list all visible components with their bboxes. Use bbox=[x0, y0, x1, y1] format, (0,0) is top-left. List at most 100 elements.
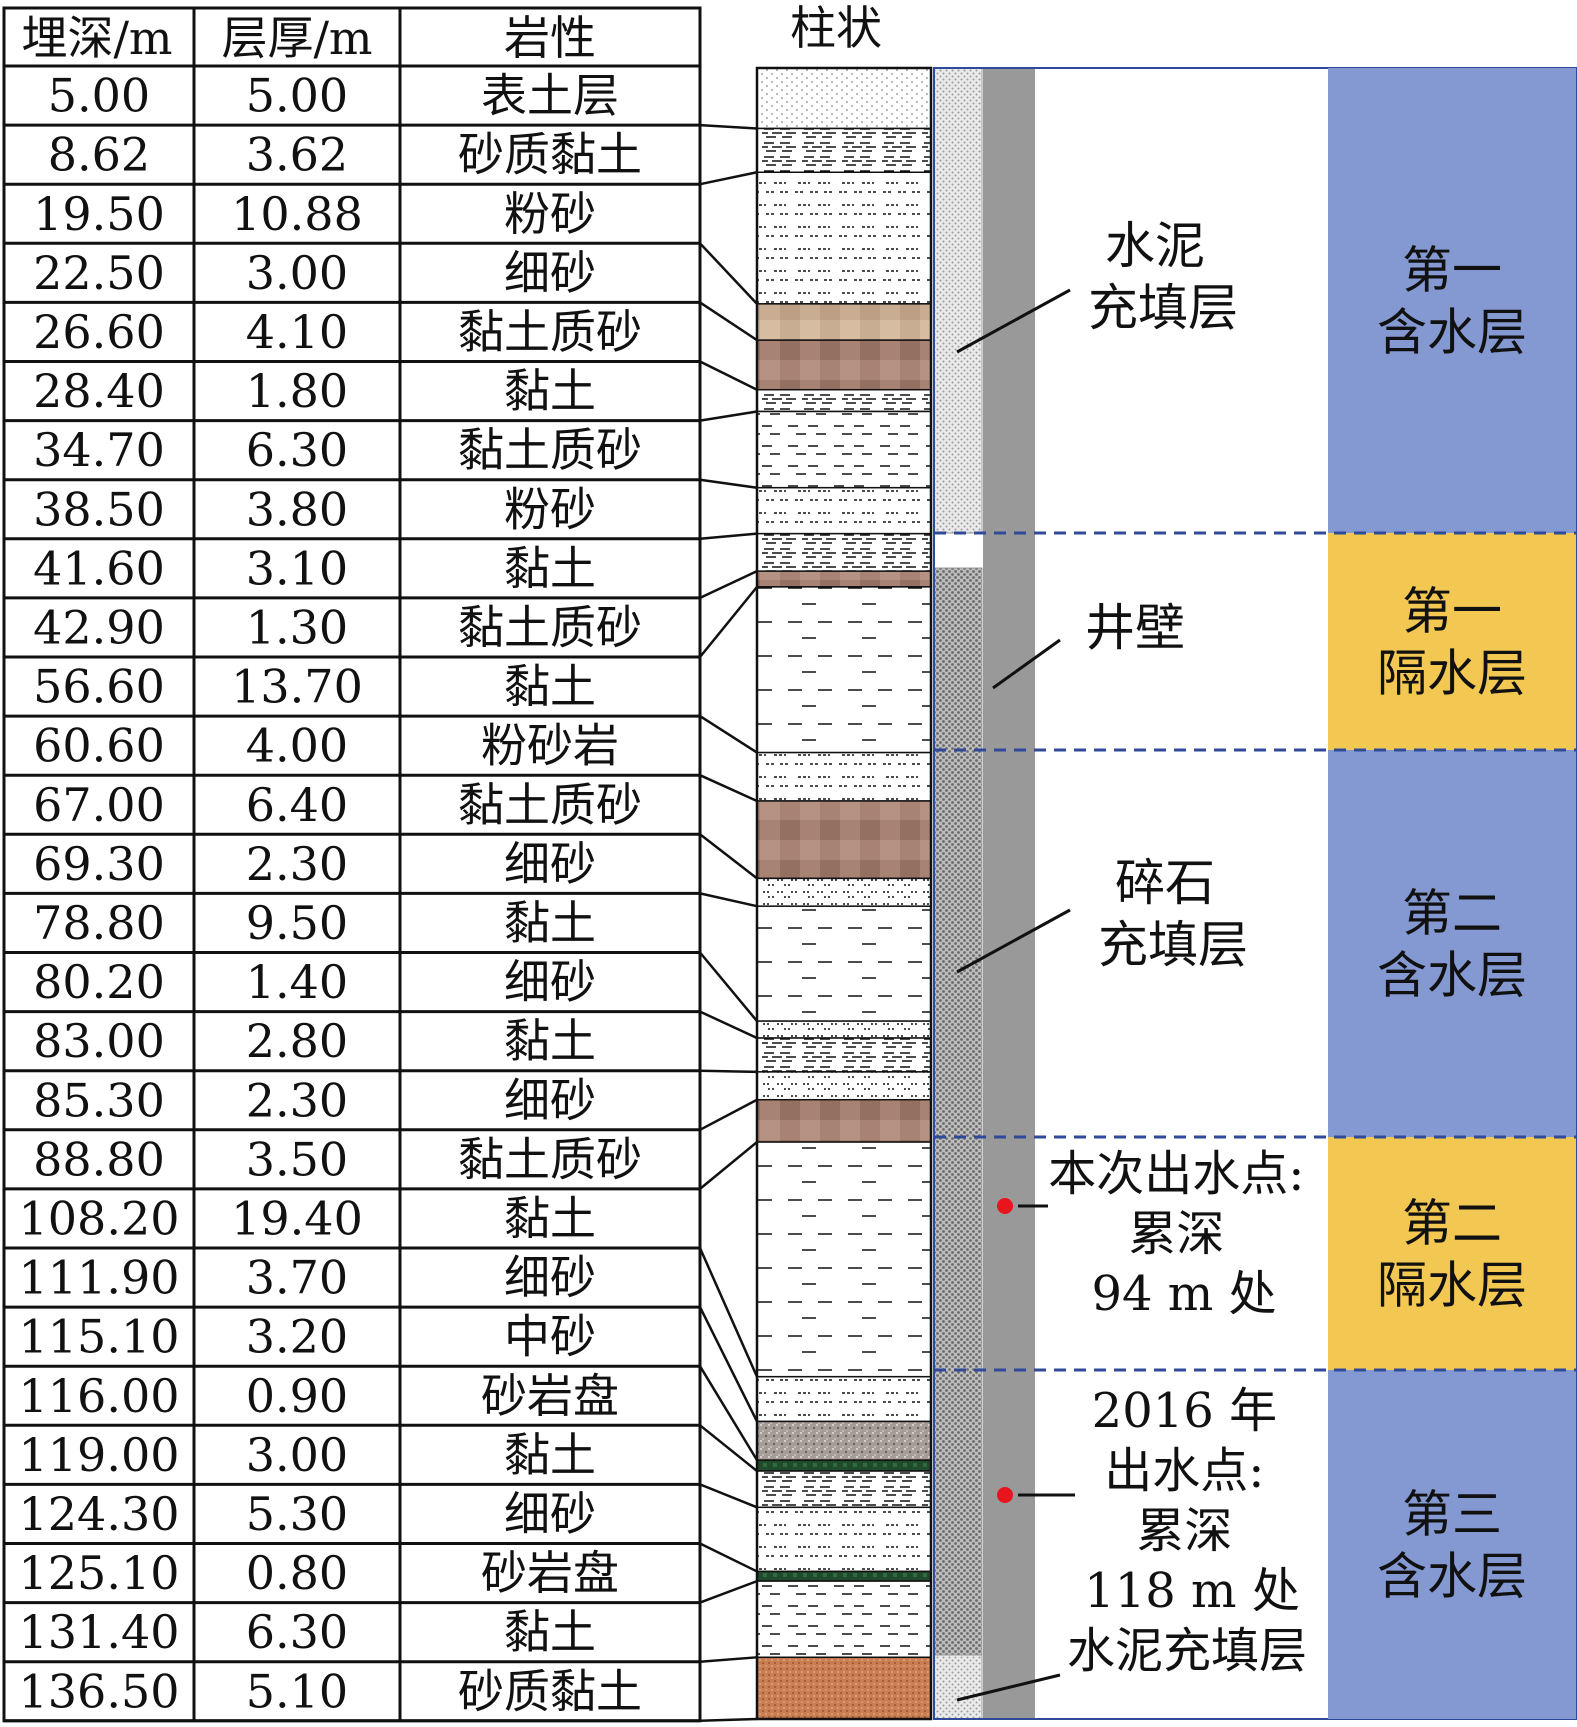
stratum-layer bbox=[756, 1020, 932, 1039]
aquifer-fill bbox=[1328, 1370, 1576, 1719]
cell-depth: 131.40 bbox=[19, 1605, 180, 1659]
aquifer-label: 第三 bbox=[1402, 1486, 1502, 1544]
cell-thickness: 10.88 bbox=[231, 187, 363, 241]
cell-lithology: 粉砂 bbox=[504, 482, 596, 536]
cell-depth: 67.00 bbox=[33, 778, 165, 832]
leader-shaft-wall bbox=[992, 638, 1061, 690]
cell-thickness: 13.70 bbox=[231, 660, 363, 714]
header-depth: 埋深/m bbox=[21, 11, 172, 65]
stratum-layer bbox=[756, 410, 932, 489]
connector-lines bbox=[698, 123, 759, 1723]
stratum-layer bbox=[756, 800, 932, 880]
aquifer-label: 第一 bbox=[1402, 242, 1502, 300]
leader-cement-bottom bbox=[956, 1673, 1061, 1702]
connector-line bbox=[699, 1010, 758, 1040]
cell-depth: 111.90 bbox=[19, 1251, 180, 1305]
stratum-layer bbox=[756, 486, 932, 535]
cell-thickness: 3.80 bbox=[246, 482, 348, 536]
connector-line bbox=[699, 715, 758, 754]
cell-depth: 124.30 bbox=[19, 1487, 180, 1541]
stratum-layer bbox=[756, 171, 932, 305]
cell-lithology: 细砂 bbox=[504, 246, 596, 300]
cell-depth: 42.90 bbox=[33, 600, 165, 654]
strata-column bbox=[755, 66, 933, 1721]
cell-lithology: 黏土质砂 bbox=[458, 423, 642, 477]
cell-lithology: 表土层 bbox=[481, 69, 619, 123]
stratum-layer bbox=[756, 1098, 932, 1143]
aquifer-fill bbox=[1328, 68, 1576, 533]
connector-line bbox=[699, 123, 758, 130]
connector-line bbox=[699, 410, 758, 422]
cell-depth: 115.10 bbox=[19, 1310, 180, 1364]
cell-lithology: 黏土质砂 bbox=[458, 778, 642, 832]
cement-fill-top bbox=[933, 67, 983, 534]
cell-thickness: 4.10 bbox=[246, 305, 348, 359]
stratum-layer bbox=[756, 751, 932, 802]
stratum-layer bbox=[756, 586, 932, 754]
cell-thickness: 6.40 bbox=[246, 778, 348, 832]
leader-cement-top bbox=[956, 288, 1071, 354]
connector-line bbox=[699, 1717, 758, 1723]
water-point-current-line1: 本次出水点: bbox=[1048, 1146, 1304, 1202]
connector-line bbox=[699, 951, 758, 1022]
cell-thickness: 9.50 bbox=[246, 896, 348, 950]
layer-boundaries bbox=[934, 531, 1576, 1372]
leader-gravel bbox=[956, 908, 1071, 974]
cell-thickness: 5.30 bbox=[246, 1487, 348, 1541]
cell-lithology: 砂岩盘 bbox=[481, 1546, 619, 1600]
cell-thickness: 1.40 bbox=[246, 955, 348, 1009]
stratum-layer bbox=[756, 1580, 932, 1659]
cell-thickness: 19.40 bbox=[231, 1191, 363, 1245]
aquifer-label: 隔水层 bbox=[1377, 645, 1527, 703]
cell-lithology: 黏土质砂 bbox=[458, 1132, 642, 1186]
header-lithology: 岩性 bbox=[504, 11, 596, 65]
stratum-layer bbox=[756, 127, 932, 174]
stratum-layer bbox=[756, 1071, 932, 1101]
cell-thickness: 0.90 bbox=[246, 1369, 348, 1423]
connector-line bbox=[699, 242, 758, 305]
label-water-point-2016: 2016 年 出水点: 累深 118 m 处 bbox=[1084, 1383, 1300, 1619]
cell-lithology: 砂质黏土 bbox=[458, 1664, 642, 1718]
connector-line bbox=[699, 570, 758, 600]
cell-depth: 78.80 bbox=[33, 896, 165, 950]
cell-thickness: 3.62 bbox=[246, 128, 348, 182]
connector-line bbox=[699, 1424, 758, 1473]
water-point-2016-line3: 累深 bbox=[1136, 1503, 1232, 1559]
label-cement-top-line2: 充填层 bbox=[1088, 279, 1238, 337]
aquifer-label: 第二 bbox=[1402, 885, 1502, 943]
cell-thickness: 3.00 bbox=[246, 1428, 348, 1482]
connector-line bbox=[699, 774, 758, 803]
strata-column-border bbox=[755, 66, 933, 1721]
connector-line bbox=[699, 586, 758, 658]
cell-thickness: 1.80 bbox=[246, 364, 348, 418]
cell-depth: 125.10 bbox=[19, 1546, 180, 1600]
cell-depth: 38.50 bbox=[33, 482, 165, 536]
cell-lithology: 黏土 bbox=[504, 364, 596, 418]
stratum-layer bbox=[756, 1375, 932, 1423]
cell-thickness: 2.30 bbox=[246, 837, 348, 891]
well-labels: 水泥 充填层 井壁 碎石 充填层 本次出水点: 累深 94 m 处 2016 年… bbox=[956, 217, 1307, 1702]
cell-thickness: 6.30 bbox=[246, 1605, 348, 1659]
column-title: 柱状 bbox=[790, 1, 882, 55]
cell-thickness: 3.20 bbox=[246, 1310, 348, 1364]
water-point-2016-line1: 2016 年 bbox=[1092, 1383, 1277, 1439]
cell-depth: 80.20 bbox=[33, 955, 165, 1009]
cell-lithology: 黏土质砂 bbox=[458, 600, 642, 654]
stratum-layer bbox=[756, 532, 932, 572]
cell-depth: 34.70 bbox=[33, 423, 165, 477]
stratum-layer bbox=[756, 877, 932, 907]
cement-fill-bottom bbox=[933, 1654, 983, 1720]
